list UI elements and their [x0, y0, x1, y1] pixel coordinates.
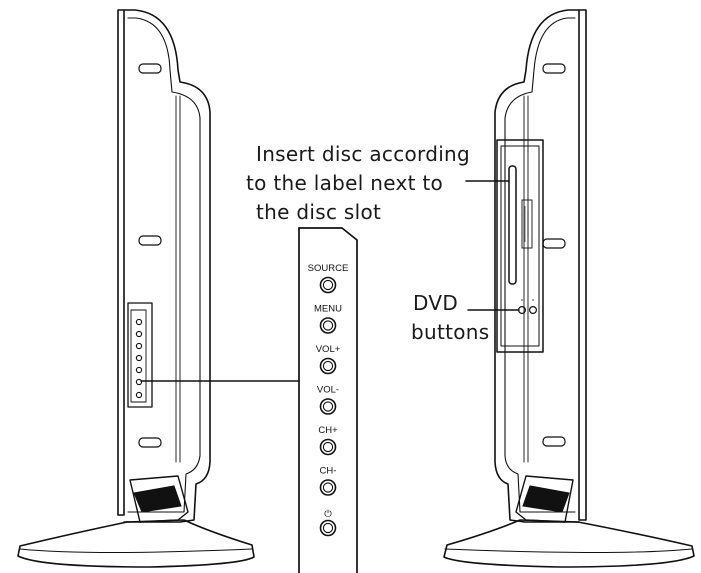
- panel-button-label: CH+: [318, 425, 338, 436]
- button-circle-icon: [319, 519, 337, 537]
- disc-slot: [508, 165, 517, 285]
- panel-button-2: VOL+: [316, 344, 341, 375]
- button-circle-icon: [319, 357, 337, 375]
- button-circle-icon: [319, 398, 337, 415]
- mounting-hole: [138, 235, 162, 246]
- button-circle-icon: [319, 317, 337, 334]
- button-inner-ring: [322, 522, 334, 534]
- button-inner-ring: [322, 441, 334, 453]
- panel-button-5: CH-: [319, 466, 337, 496]
- dvd-label-line-1: DVD: [413, 291, 458, 315]
- power-icon: ⏻: [324, 509, 332, 520]
- disc-label: [521, 199, 533, 249]
- dvd-loader-panel: [496, 139, 544, 353]
- panel-button-label: SOURCE: [308, 263, 349, 274]
- mounting-hole: [542, 63, 566, 74]
- panel-button-label: VOL-: [317, 385, 339, 396]
- mounting-hole: [542, 436, 566, 447]
- callout-line-1: Insert disc according: [256, 142, 470, 166]
- cable-cover: [133, 485, 182, 513]
- zoomed-button-panel: SOURCE MENU VOL+ VOL- CH+ CH- ⏻: [298, 227, 358, 573]
- button-inner-ring: [322, 360, 334, 372]
- button-circle-icon: [319, 276, 337, 294]
- button-circle-icon: [319, 479, 337, 496]
- button-inner-ring: [322, 482, 334, 493]
- mounting-hole: [138, 437, 162, 448]
- button-inner-ring: [322, 279, 334, 291]
- disc-callout: Insert disc according to the label next …: [246, 142, 510, 224]
- panel-button-label: VOL+: [316, 344, 341, 355]
- panel-button-label: CH-: [320, 466, 337, 477]
- button-inner-ring: [322, 401, 334, 412]
- mounting-hole: [542, 238, 566, 249]
- dvd-callout: DVD buttons: [411, 291, 520, 344]
- button-inner-ring: [322, 320, 334, 331]
- dvd-label-line-2: buttons: [411, 320, 490, 344]
- button-circle-icon: [319, 438, 337, 456]
- left-side-button-panel: [127, 302, 153, 408]
- mounting-hole: [138, 63, 162, 74]
- panel-button-6: ⏻: [319, 509, 337, 537]
- panel-button-4: CH+: [318, 425, 338, 456]
- dvd-button: [528, 306, 537, 315]
- panel-button-label: MENU: [314, 304, 342, 315]
- callout-line-2: to the label next to: [246, 171, 443, 195]
- callout-line-3: the disc slot: [256, 200, 381, 224]
- panel-button-0: SOURCE: [308, 263, 349, 294]
- left-tv-side-profile: [17, 9, 300, 568]
- cable-cover: [522, 485, 570, 513]
- panel-button-1: MENU: [314, 304, 342, 334]
- panel-button-3: VOL-: [317, 385, 339, 415]
- right-tv-side-profile: [443, 9, 695, 568]
